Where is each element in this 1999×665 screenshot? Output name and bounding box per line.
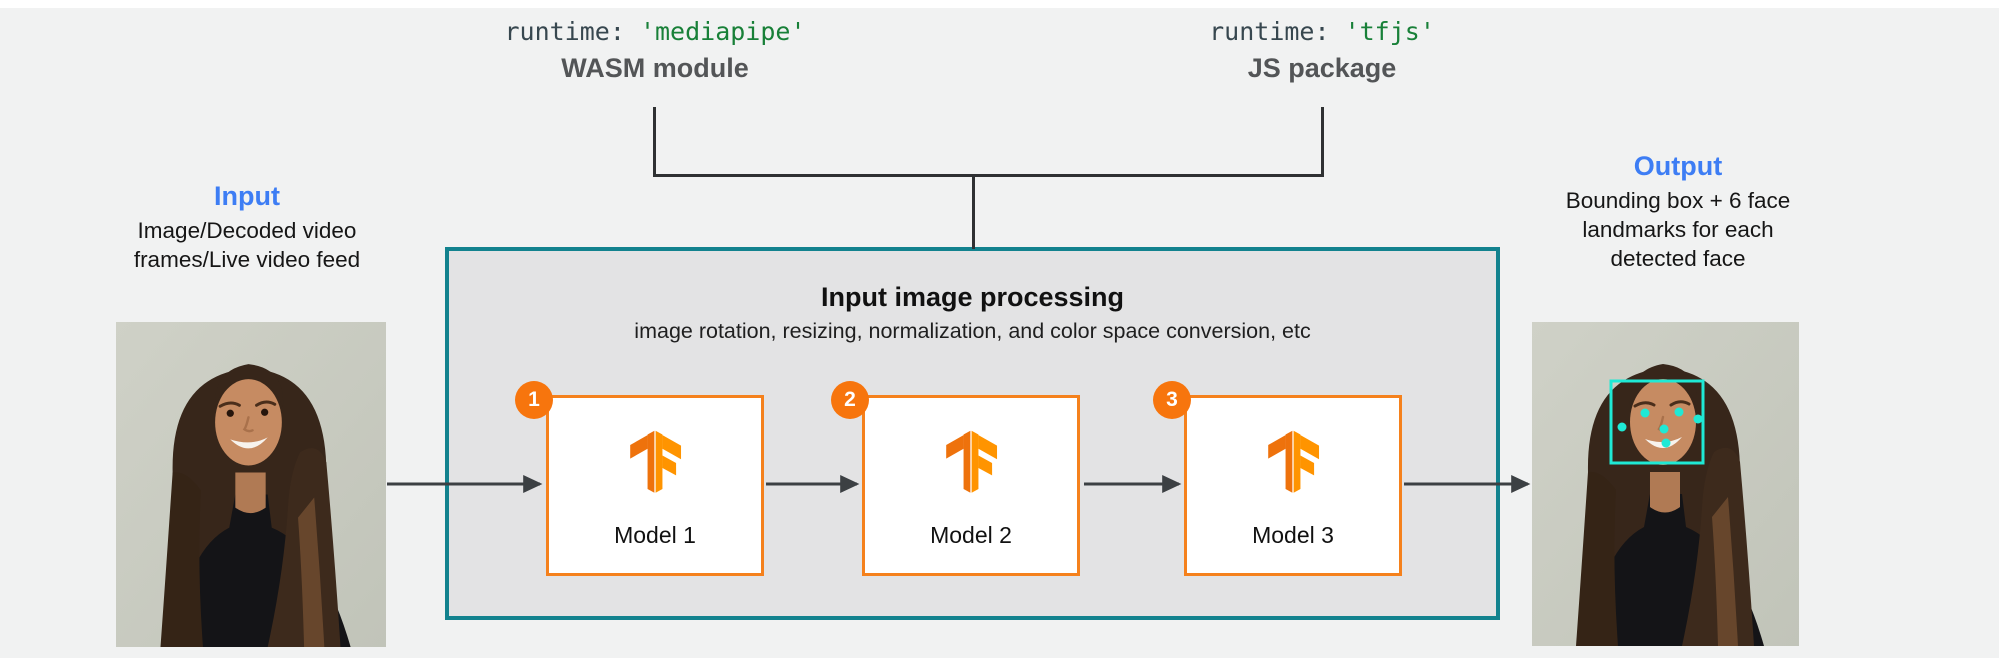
step-badge-2: 2 — [831, 381, 869, 419]
tensorflow-logo-icon — [624, 428, 686, 498]
output-label-block: Output Bounding box + 6 face landmarks f… — [1518, 150, 1838, 273]
face-landmark-dot — [1674, 407, 1684, 417]
model-2-label: Model 2 — [930, 522, 1012, 548]
model-3-box: Model 3 — [1184, 395, 1402, 576]
portrait-illustration — [116, 322, 386, 647]
face-bounding-box — [1609, 379, 1705, 465]
input-description-line1: Image/Decoded video — [137, 218, 357, 243]
input-title: Input — [214, 181, 280, 211]
tensorflow-logo-icon — [940, 428, 1002, 498]
code-string: 'mediapipe' — [639, 17, 806, 46]
runtime-mediapipe-label: runtime: 'mediapipe' WASM module — [425, 16, 885, 85]
runtime-mediapipe-caption: WASM module — [561, 53, 749, 83]
output-photo — [1532, 322, 1799, 646]
runtime-tfjs-caption: JS package — [1247, 53, 1397, 83]
face-landmark-dot — [1659, 424, 1669, 434]
output-description-line2: landmarks for each — [1582, 217, 1774, 242]
output-description-line3: detected face — [1610, 246, 1746, 271]
face-landmark-dot — [1661, 438, 1671, 448]
runtime-mediapipe-code: runtime: 'mediapipe' — [425, 16, 885, 48]
face-detection-overlay — [1609, 379, 1705, 465]
output-description-line1: Bounding box + 6 face — [1565, 188, 1791, 213]
input-description-line2: frames/Live video feed — [133, 247, 361, 272]
model-3-label: Model 3 — [1252, 522, 1334, 548]
face-landmark-dot — [1617, 422, 1627, 432]
step-badge-1: 1 — [515, 381, 553, 419]
code-string: 'tfjs' — [1344, 17, 1435, 46]
processing-title: Input image processing — [820, 282, 1125, 312]
face-landmark-dot — [1693, 414, 1703, 424]
code-keyword: runtime: — [1209, 17, 1345, 46]
model-1-box: Model 1 — [546, 395, 764, 576]
input-label-block: Input Image/Decoded video frames/Live vi… — [87, 180, 407, 274]
code-keyword: runtime: — [504, 17, 640, 46]
tensorflow-logo-icon — [1262, 428, 1324, 498]
model-1-label: Model 1 — [614, 522, 696, 548]
runtime-tfjs-code: runtime: 'tfjs' — [1092, 16, 1552, 48]
input-description: Image/Decoded video frames/Live video fe… — [87, 216, 407, 274]
processing-subtitle: image rotation, resizing, normalization,… — [634, 319, 1311, 343]
model-2-box: Model 2 — [862, 395, 1080, 576]
portrait-illustration — [1532, 322, 1799, 646]
step-badge-3: 3 — [1153, 381, 1191, 419]
input-photo — [116, 322, 386, 647]
output-title: Output — [1633, 151, 1723, 181]
output-description: Bounding box + 6 face landmarks for each… — [1518, 186, 1838, 273]
face-landmark-dot — [1640, 408, 1650, 418]
runtime-tfjs-label: runtime: 'tfjs' JS package — [1092, 16, 1552, 85]
